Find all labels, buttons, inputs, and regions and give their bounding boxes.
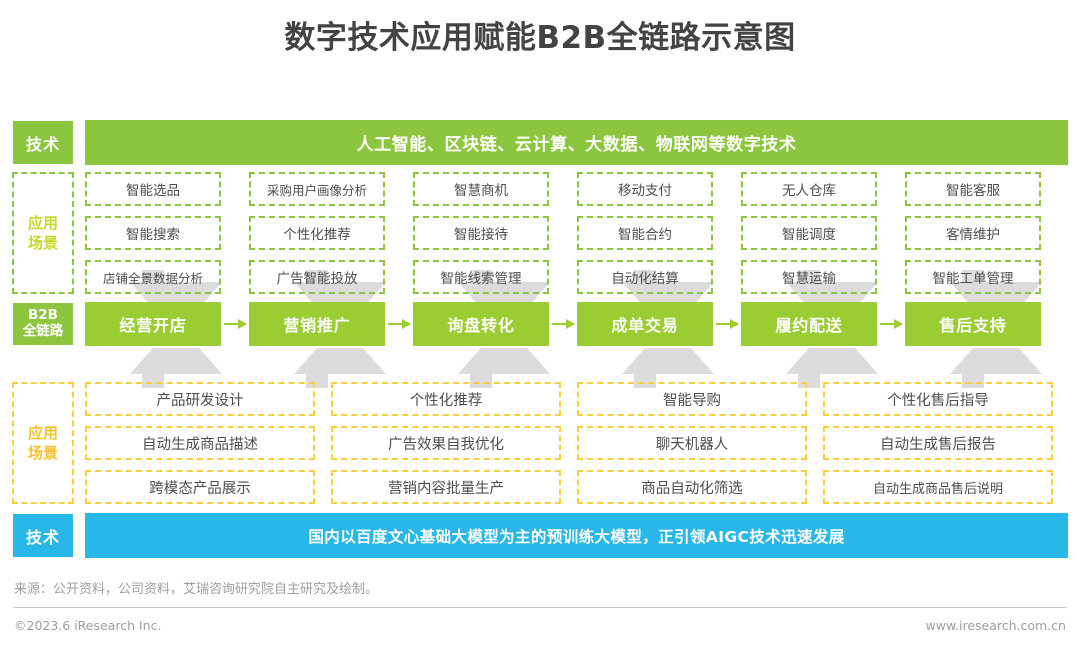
- scenario-bottom-cell[interactable]: 营销内容批量生产: [331, 470, 561, 504]
- b2b-label-line2: 全链路: [22, 323, 64, 339]
- scenario-top-cell[interactable]: 客情维护: [905, 216, 1041, 250]
- technology-bottom-row: 技术 国内以百度文心基础大模型为主的预训练大模型，正引领AIGC技术迅速发展: [0, 513, 1080, 558]
- scenario-bottom-column: 个性化推荐广告效果自我优化营销内容批量生产: [331, 382, 561, 504]
- scenarios-bottom-label-line2: 场景: [27, 444, 58, 462]
- scenario-top-cell[interactable]: 智能工单管理: [905, 260, 1041, 294]
- row-label-scenarios-bottom: 应用 场景: [12, 382, 74, 504]
- scenario-top-cell[interactable]: 移动支付: [577, 172, 713, 206]
- chain-stage-box[interactable]: 售后支持: [905, 302, 1041, 346]
- chain-arrow-icon: [716, 319, 739, 329]
- scenario-bottom-cell[interactable]: 自动生成售后报告: [823, 426, 1053, 460]
- scenario-top-cell[interactable]: 广告智能投放: [249, 260, 385, 294]
- scenario-bottom-cell[interactable]: 商品自动化筛选: [577, 470, 807, 504]
- scenario-top-column: 智慧商机智能接待智能线索管理: [413, 172, 549, 294]
- scenario-top-cell[interactable]: 个性化推荐: [249, 216, 385, 250]
- chain-stage-box[interactable]: 履约配送: [741, 302, 877, 346]
- scenario-top-cell[interactable]: 智能搜索: [85, 216, 221, 250]
- copyright-text: ©2023.6 iResearch Inc.: [14, 618, 162, 633]
- scenario-top-cell[interactable]: 智慧运输: [741, 260, 877, 294]
- scenario-bottom-cell[interactable]: 个性化推荐: [331, 382, 561, 416]
- scenario-bottom-cell[interactable]: 自动生成商品描述: [85, 426, 315, 460]
- scenarios-top-row: 应用 场景 智能选品智能搜索店铺全景数据分析采购用户画像分析个性化推荐广告智能投…: [0, 172, 1080, 294]
- scenario-top-cell[interactable]: 智能选品: [85, 172, 221, 206]
- scenario-top-cell[interactable]: 自动化结算: [577, 260, 713, 294]
- scenario-top-cell[interactable]: 智能客服: [905, 172, 1041, 206]
- scenario-top-column: 采购用户画像分析个性化推荐广告智能投放: [249, 172, 385, 294]
- chain-arrow-icon: [388, 319, 411, 329]
- b2b-chain-row: B2B 全链路 经营开店营销推广询盘转化成单交易履约配送售后支持: [0, 302, 1080, 346]
- scenario-top-cell[interactable]: 店铺全景数据分析: [85, 260, 221, 294]
- technology-top-banner: 人工智能、区块链、云计算、大数据、物联网等数字技术: [85, 120, 1068, 165]
- source-note: 来源：公开资料，公司资料，艾瑞咨询研究院自主研究及绘制。: [14, 582, 379, 597]
- scenario-top-cell[interactable]: 智能调度: [741, 216, 877, 250]
- scenario-top-cell[interactable]: 无人仓库: [741, 172, 877, 206]
- scenario-bottom-cell[interactable]: 自动生成商品售后说明: [823, 470, 1053, 504]
- technology-bottom-banner: 国内以百度文心基础大模型为主的预训练大模型，正引领AIGC技术迅速发展: [85, 513, 1068, 558]
- chain-arrow-icon: [224, 319, 247, 329]
- row-label-b2b-chain: B2B 全链路: [12, 302, 74, 346]
- scenario-top-cell[interactable]: 智能线索管理: [413, 260, 549, 294]
- scenario-bottom-cell[interactable]: 智能导购: [577, 382, 807, 416]
- scenario-top-column: 移动支付智能合约自动化结算: [577, 172, 713, 294]
- chain-arrow-icon: [880, 319, 903, 329]
- chain-stage-box[interactable]: 询盘转化: [413, 302, 549, 346]
- scenario-bottom-column: 智能导购聊天机器人商品自动化筛选: [577, 382, 807, 504]
- row-label-technology-top: 技术: [12, 120, 74, 165]
- scenario-bottom-cell[interactable]: 跨模态产品展示: [85, 470, 315, 504]
- row-label-scenarios-top: 应用 场景: [12, 172, 74, 294]
- page-title: 数字技术应用赋能B2B全链路示意图: [284, 20, 796, 56]
- scenario-bottom-cell[interactable]: 产品研发设计: [85, 382, 315, 416]
- scenarios-bottom-label-line1: 应用: [27, 423, 58, 442]
- scenario-bottom-cell[interactable]: 个性化售后指导: [823, 382, 1053, 416]
- technology-top-row: 技术 人工智能、区块链、云计算、大数据、物联网等数字技术: [0, 120, 1080, 165]
- row-label-technology-bottom: 技术: [12, 513, 74, 558]
- scenarios-top-label-line1: 应用: [27, 213, 58, 232]
- scenario-bottom-column: 个性化售后指导自动生成售后报告自动生成商品售后说明: [823, 382, 1053, 504]
- footer-divider: [14, 607, 1066, 608]
- chain-arrow-icon: [552, 319, 575, 329]
- scenarios-top-label-line2: 场景: [27, 234, 58, 252]
- website-url: www.iresearch.com.cn: [925, 618, 1067, 633]
- scenario-top-cell[interactable]: 智慧商机: [413, 172, 549, 206]
- diagram-body: 技术 人工智能、区块链、云计算、大数据、物联网等数字技术 应用 场景 智能选品智…: [0, 120, 1080, 560]
- chain-stage-box[interactable]: 经营开店: [85, 302, 221, 346]
- scenario-top-cell[interactable]: 采购用户画像分析: [249, 172, 385, 206]
- scenario-top-column: 智能客服客情维护智能工单管理: [905, 172, 1041, 294]
- chain-stage-box[interactable]: 营销推广: [249, 302, 385, 346]
- scenario-top-cell[interactable]: 智能接待: [413, 216, 549, 250]
- scenario-bottom-cell[interactable]: 聊天机器人: [577, 426, 807, 460]
- chain-stage-box[interactable]: 成单交易: [577, 302, 713, 346]
- b2b-label-line1: B2B: [28, 307, 58, 324]
- scenario-top-column: 无人仓库智能调度智慧运输: [741, 172, 877, 294]
- scenario-top-cell[interactable]: 智能合约: [577, 216, 713, 250]
- scenarios-bottom-row: 应用 场景 产品研发设计自动生成商品描述跨模态产品展示个性化推荐广告效果自我优化…: [0, 382, 1080, 504]
- scenario-top-column: 智能选品智能搜索店铺全景数据分析: [85, 172, 221, 294]
- scenario-bottom-cell[interactable]: 广告效果自我优化: [331, 426, 561, 460]
- scenario-bottom-column: 产品研发设计自动生成商品描述跨模态产品展示: [85, 382, 315, 504]
